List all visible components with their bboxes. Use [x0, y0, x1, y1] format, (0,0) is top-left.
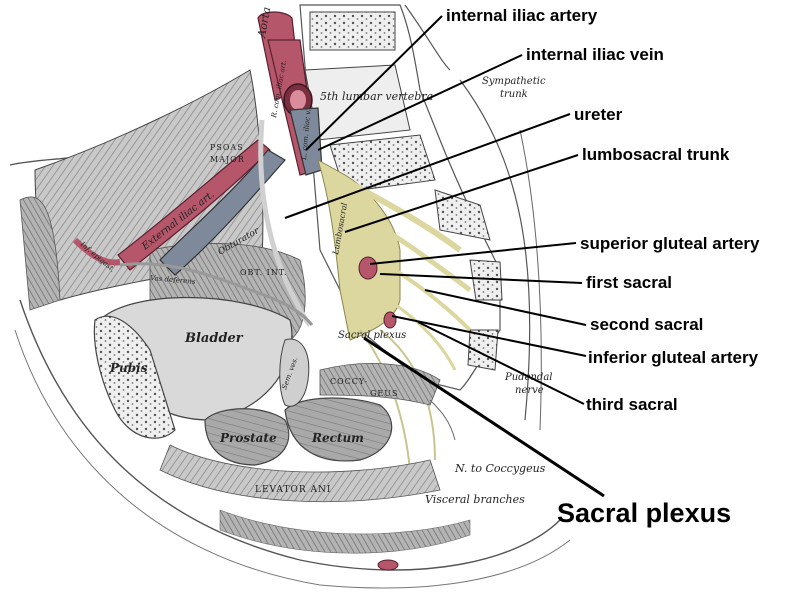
engraved-psoas-1: PSOAS — [210, 143, 244, 152]
label-lumbosacral-trunk: lumbosacral trunk — [582, 145, 730, 164]
label-sacral-plexus: Sacral plexus — [557, 498, 732, 528]
engraved-pubis: Pubis — [109, 361, 148, 375]
label-first-sacral: first sacral — [586, 273, 672, 292]
label-ureter: ureter — [574, 105, 623, 124]
label-superior-gluteal-artery: superior gluteal artery — [580, 234, 760, 253]
engraved-lumbar-vertebra: 5th lumbar vertebra — [320, 90, 433, 103]
pelvic-floor-tissue — [219, 509, 471, 554]
iliacus-muscle — [19, 196, 61, 311]
engraved-coccygeus-2: GEUS — [370, 389, 398, 398]
vertebra-body — [309, 11, 396, 51]
pelvic-floor-outline — [14, 329, 571, 589]
external-iliac-artery — [117, 139, 271, 271]
label-inferior-gluteal-artery: inferior gluteal artery — [588, 348, 759, 367]
coccygeus-muscle — [319, 363, 441, 406]
leader-internal-iliac-artery — [305, 15, 443, 151]
leader-sacral-plexus — [363, 336, 605, 498]
engraved-n-to-coccygeus: N. to Coccygeus — [454, 462, 546, 475]
engraved-aorta: Aorta — [255, 6, 273, 40]
engraved-coccygeus-1: COCCY- — [330, 377, 368, 386]
vas-deferens — [119, 262, 314, 326]
engraved-sacral-plexus: Sacral plexus — [338, 330, 406, 341]
leader-lumbosacral-trunk — [344, 154, 579, 233]
pubis-bone — [93, 315, 176, 439]
rectum-organ — [284, 397, 393, 462]
anal-stump — [377, 559, 399, 571]
external-iliac-vein — [159, 149, 286, 276]
label-internal-iliac-artery: internal iliac artery — [446, 6, 598, 25]
leader-third-sacral — [417, 321, 585, 405]
seminal-vesicle — [279, 338, 310, 407]
prostate-organ — [204, 408, 290, 466]
leader-second-sacral — [424, 289, 587, 326]
engraved-prostate: Prostate — [219, 431, 277, 445]
leader-lines — [284, 15, 605, 498]
sacral-plexus-nerves — [317, 158, 472, 471]
leader-first-sacral — [379, 273, 583, 284]
engraved-vas-deferens: Vas deferens — [150, 274, 196, 286]
levator-ani-muscle — [159, 444, 441, 503]
superior-gluteal-artery-dot — [358, 256, 378, 280]
engraved-visceral-branches: Visceral branches — [425, 493, 525, 506]
engraved-pudendal-2: nerve — [515, 385, 544, 396]
engraved-obt-int: OBT. INT. — [240, 268, 288, 277]
label-third-sacral: third sacral — [586, 395, 678, 414]
inferior-epigastric-artery — [72, 237, 121, 266]
leader-superior-gluteal-artery — [369, 242, 577, 265]
engraved-sympathetic-trunk-1: Sympathetic — [482, 76, 546, 87]
label-second-sacral: second sacral — [590, 315, 704, 334]
inferior-gluteal-artery-dot — [383, 311, 397, 329]
engraved-rectum: Rectum — [311, 431, 364, 445]
engraved-psoas-2: MAJOR — [210, 155, 245, 164]
leader-ureter — [284, 113, 571, 219]
leader-inferior-gluteal-artery — [391, 315, 587, 357]
coccyx — [467, 329, 499, 371]
sacrum-segment-3 — [469, 259, 503, 301]
label-internal-iliac-vein: internal iliac vein — [526, 45, 664, 64]
leader-internal-iliac-vein — [317, 54, 523, 151]
sacrum-segment-2 — [434, 189, 491, 241]
engraved-levator-ani: LEVATOR ANI — [255, 485, 331, 495]
engraved-sympathetic-trunk-2: trunk — [500, 89, 528, 100]
engraved-bladder: Bladder — [184, 331, 244, 346]
